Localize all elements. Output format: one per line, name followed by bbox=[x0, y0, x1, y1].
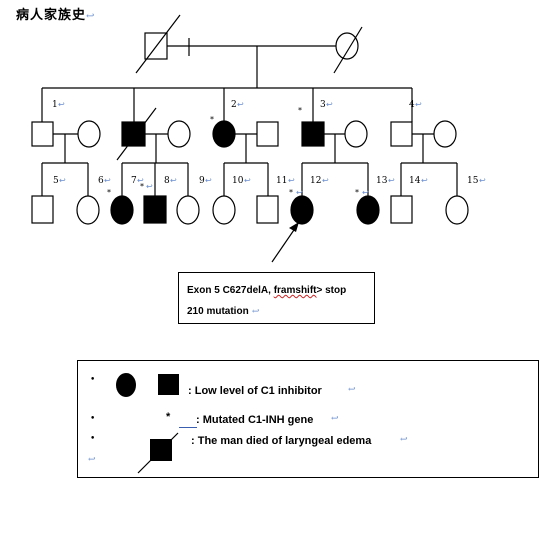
return-mark-icon: ↩ bbox=[415, 100, 422, 109]
gen2-spouse-5 bbox=[433, 120, 457, 148]
return-mark-icon: ↩ bbox=[288, 176, 295, 185]
star-mark-icon: * bbox=[140, 182, 144, 191]
legend-deceased-male-icon bbox=[137, 432, 179, 474]
gen3-female-9 bbox=[176, 195, 200, 225]
proband-arrowhead bbox=[289, 222, 299, 232]
gen3-number-10: 10 bbox=[232, 176, 244, 186]
return-mark-icon: ↩ bbox=[146, 182, 153, 191]
mutation-line-2-text: 210 mutation bbox=[187, 306, 249, 317]
return-mark-icon: ↩ bbox=[86, 11, 96, 22]
gen2-spouse-3 bbox=[256, 121, 279, 147]
legend-row1-text: : Low level of C1 inhibitor bbox=[188, 385, 322, 397]
legend-bullet: • bbox=[90, 434, 96, 444]
return-mark-icon: ↩ bbox=[170, 176, 177, 185]
gen3-male-11 bbox=[256, 195, 279, 224]
gen2-number-3: 3 bbox=[320, 100, 326, 110]
mutation-line-2: 210 mutation ↩ bbox=[187, 301, 366, 323]
mutation-line-1: Exon 5 C627delA, framshift> stop bbox=[187, 280, 366, 301]
gen3-number-13: 13 bbox=[376, 176, 388, 186]
gen3-female-10 bbox=[212, 195, 236, 225]
legend-bullet: • bbox=[90, 375, 96, 385]
gen3-number-12: 12 bbox=[310, 176, 321, 186]
gen3-male-5 bbox=[31, 195, 54, 224]
page-title: 病人家族史↩ bbox=[16, 4, 95, 23]
gen3-number-7: 7 bbox=[131, 176, 137, 186]
gen3-number-15: 15 bbox=[467, 176, 479, 186]
legend-symbols-row1 bbox=[116, 373, 179, 397]
gen3-affected-male-8 bbox=[143, 195, 167, 224]
return-mark-icon: ↩ bbox=[237, 100, 244, 109]
gen3-number-14: 14 bbox=[409, 176, 421, 186]
gen2-male-4 bbox=[390, 121, 413, 147]
gen3-male-14 bbox=[390, 195, 413, 224]
return-mark-icon: ↩ bbox=[137, 176, 144, 185]
mutation-suffix: > stop bbox=[316, 285, 347, 296]
legend-row2-text: : Mutated C1-INH gene bbox=[196, 414, 314, 426]
gen3-female-15 bbox=[445, 195, 469, 225]
gen2-spouse-2 bbox=[167, 120, 191, 148]
return-mark-icon: ↩ bbox=[104, 176, 111, 185]
return-mark-icon: ↩ bbox=[205, 176, 212, 185]
gen2-number-1: 1 bbox=[52, 100, 58, 110]
gen2-male-1 bbox=[31, 121, 54, 147]
gen3-affected-female-13 bbox=[356, 195, 380, 225]
return-mark-icon: ↩ bbox=[479, 176, 486, 185]
star-mark-icon: * bbox=[107, 188, 111, 197]
return-mark-icon: ↩ bbox=[348, 385, 356, 395]
return-mark-icon: ↩ bbox=[400, 435, 408, 445]
mutation-framshift: framshift bbox=[273, 285, 317, 296]
legend-row3-text: : The man died of laryngeal edema bbox=[191, 435, 372, 447]
legend-affected-male-icon bbox=[158, 374, 179, 395]
return-mark-icon: ↩ bbox=[244, 176, 251, 185]
return-mark-icon: ↩ bbox=[362, 188, 369, 197]
gen3-number-6: 6 bbox=[98, 176, 104, 186]
legend-box: • • • ↩ : Low level of C1 inhibitor ↩ * … bbox=[77, 360, 539, 478]
star-mark-icon: * bbox=[298, 106, 302, 115]
gen3-female-6 bbox=[76, 195, 100, 225]
gen3-number-5: 5 bbox=[53, 176, 59, 186]
mutation-prefix: Exon 5 C627delA, bbox=[187, 285, 274, 296]
legend-underscore bbox=[179, 427, 197, 428]
gen3-affected-female-12-proband bbox=[290, 195, 314, 225]
return-mark-icon: ↩ bbox=[296, 188, 303, 197]
mutation-info-box: Exon 5 C627delA, framshift> stop 210 mut… bbox=[178, 272, 375, 324]
gen3-number-11: 11 bbox=[276, 176, 287, 186]
proband-arrow bbox=[271, 226, 297, 263]
gen3-affected-female-7 bbox=[110, 195, 134, 225]
return-mark-icon: ↩ bbox=[251, 307, 260, 317]
gen2-number-2: 2 bbox=[231, 100, 237, 110]
return-mark-icon: ↩ bbox=[331, 414, 339, 424]
return-mark-icon: ↩ bbox=[322, 176, 329, 185]
legend-star-icon: * bbox=[166, 411, 171, 423]
gen2-spouse-1 bbox=[77, 120, 101, 148]
gen2-affected-female bbox=[212, 120, 236, 148]
star-mark-icon: * bbox=[355, 188, 359, 197]
return-mark-icon: ↩ bbox=[388, 176, 395, 185]
gen2-spouse-4 bbox=[344, 120, 368, 148]
return-mark-icon: ↩ bbox=[88, 455, 96, 465]
return-mark-icon: ↩ bbox=[58, 100, 65, 109]
gen3-number-8: 8 bbox=[164, 176, 170, 186]
gen2-affected-male bbox=[301, 121, 325, 147]
legend-bullet: • bbox=[90, 414, 96, 424]
star-mark-icon: * bbox=[289, 188, 293, 197]
star-mark-icon: * bbox=[210, 115, 214, 124]
gen3-number-9: 9 bbox=[199, 176, 205, 186]
gen2-number-4: 4 bbox=[409, 100, 415, 110]
gen1-mother-deceased bbox=[333, 26, 363, 74]
gen1-father-deceased bbox=[135, 14, 181, 74]
page-title-text: 病人家族史 bbox=[16, 8, 87, 23]
return-mark-icon: ↩ bbox=[326, 100, 333, 109]
return-mark-icon: ↩ bbox=[59, 176, 66, 185]
legend-affected-female-icon bbox=[116, 373, 136, 397]
return-mark-icon: ↩ bbox=[421, 176, 428, 185]
